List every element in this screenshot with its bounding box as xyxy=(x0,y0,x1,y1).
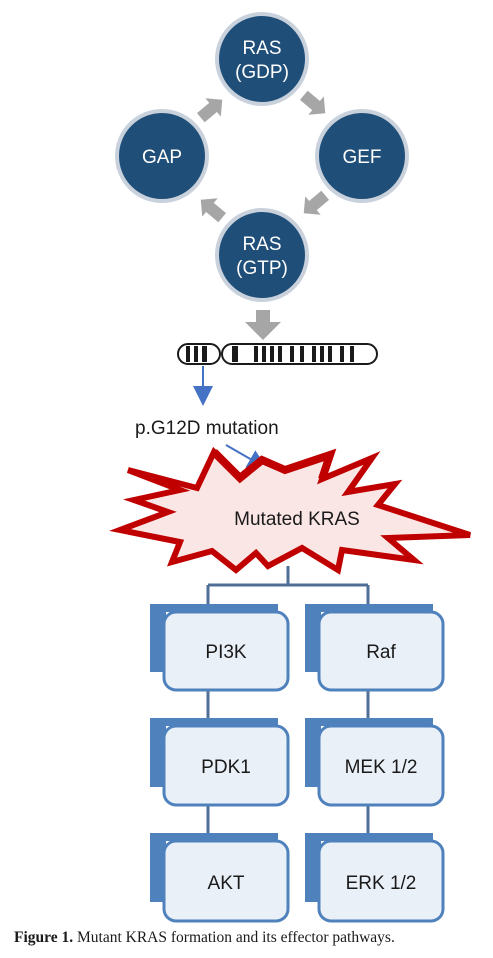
mutation-pointer-arrow xyxy=(225,444,268,469)
cycle-arrow-gap-to-gdp xyxy=(196,98,223,123)
kras-pathway-diagram: RAS (GDP) GAP GEF RAS (GTP) xyxy=(109,12,471,923)
branch-connectors xyxy=(206,566,370,833)
caption-lead: Figure 1. xyxy=(14,929,74,946)
figure-caption: Figure 1. Mutant KRAS formation and its … xyxy=(14,929,484,947)
burst-label: Mutated KRAS xyxy=(234,509,360,530)
gray-down-arrow xyxy=(245,310,281,340)
raf-box: Raf xyxy=(305,604,445,692)
gap-node: GAP xyxy=(115,109,209,203)
pi3k-label: PI3K xyxy=(205,642,247,663)
mek-box: MEK 1/2 xyxy=(305,718,445,807)
ras-gtp-node: RAS (GTP) xyxy=(215,208,309,302)
cycle-arrow-gtp-to-gap xyxy=(200,198,227,223)
pdk1-label: PDK1 xyxy=(201,757,251,778)
chromosome-bands xyxy=(186,346,354,362)
pdk1-box: PDK1 xyxy=(150,718,290,807)
caption-text: Mutant KRAS formation and its effector p… xyxy=(73,929,395,946)
gef-node: GEF xyxy=(315,109,409,203)
erk-box: ERK 1/2 xyxy=(305,833,445,923)
chromosome-icon xyxy=(177,343,378,365)
ras-gtp-line1: RAS xyxy=(242,234,281,255)
ras-gdp-node: RAS (GDP) xyxy=(215,12,309,106)
mutation-burst: Mutated KRAS xyxy=(109,446,471,575)
gap-label: GAP xyxy=(142,147,182,168)
gef-label: GEF xyxy=(342,147,381,168)
erk-label: ERK 1/2 xyxy=(346,873,417,894)
pi3k-box: PI3K xyxy=(150,604,290,692)
raf-label: Raf xyxy=(366,642,396,663)
cycle-arrow-gdp-to-gef xyxy=(299,90,326,115)
akt-box: AKT xyxy=(150,833,290,923)
mek-label: MEK 1/2 xyxy=(345,757,418,778)
cycle-arrow-gef-to-gtp xyxy=(303,190,330,215)
ras-gdp-line2: (GDP) xyxy=(235,62,289,83)
ras-gdp-line1: RAS xyxy=(242,38,281,59)
akt-label: AKT xyxy=(208,873,245,894)
ras-gtp-line2: (GTP) xyxy=(236,258,288,279)
mutation-label: p.G12D mutation xyxy=(135,418,279,439)
